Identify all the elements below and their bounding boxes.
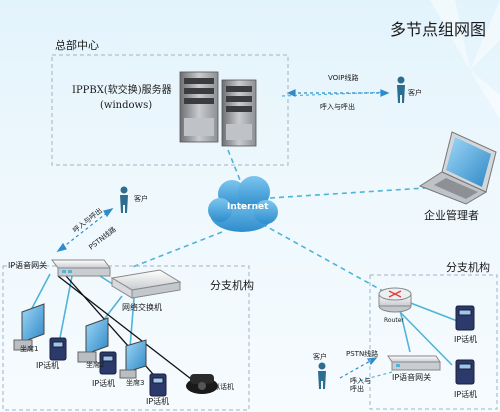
pc-icon xyxy=(13,303,147,379)
switch-label: 网络交换机 xyxy=(122,303,162,312)
right-pstn-label: PSTN线路 xyxy=(346,350,379,358)
left-phone2-label: IP话机 xyxy=(92,379,116,388)
right-call-label: 呼入与 呼出 xyxy=(350,377,371,394)
background-rays xyxy=(430,0,500,120)
call-arrows xyxy=(56,89,390,379)
server-label: IPPBX(软交换)服务器 xyxy=(72,85,172,96)
ip-phone-icon-right xyxy=(455,305,475,385)
right-phone2-label: IP话机 xyxy=(454,390,478,399)
ip-phone-icon xyxy=(49,337,167,397)
hq-client-label: 客户 xyxy=(408,89,422,97)
branch-left-box xyxy=(2,265,250,411)
router-label: Router xyxy=(384,317,404,324)
left-gateway-label: IP语音网关 xyxy=(8,261,48,270)
voip-trunk-label: VOIP线路 xyxy=(328,74,359,82)
right-gateway-label: IP语音网关 xyxy=(392,373,432,382)
gateway-icon xyxy=(51,259,111,277)
analog-phone-icon xyxy=(186,374,218,394)
router-icon xyxy=(378,287,412,313)
right-phone1-label: IP话机 xyxy=(454,335,478,344)
admin-label: 企业管理者 xyxy=(424,209,479,222)
internet-cloud-icon xyxy=(208,176,278,232)
switch-icon xyxy=(110,269,182,299)
left-phone3-label: IP话机 xyxy=(146,397,170,406)
hq-box xyxy=(51,54,289,166)
right-branch-label: 分支机构 xyxy=(446,261,490,274)
laptop-icon xyxy=(418,131,497,205)
left-phone1-label: IP话机 xyxy=(36,361,60,370)
analog-phone-label: 模拟话机 xyxy=(206,383,234,391)
left-client-label: 客户 xyxy=(134,195,148,203)
gateway-icon-right xyxy=(387,355,441,371)
client-person-icon xyxy=(120,76,405,389)
hq-call-label: 呼入与呼出 xyxy=(320,103,355,111)
hq-label: 总部中心 xyxy=(55,39,99,52)
internet-label: Internet xyxy=(227,202,269,212)
left-branch-label: 分支机构 xyxy=(210,279,254,292)
server-icon xyxy=(179,71,257,147)
branch-right-box xyxy=(369,274,498,410)
server-os-label: (windows) xyxy=(100,100,153,111)
seat1-label: 坐席1 xyxy=(20,345,39,353)
right-client-label: 客户 xyxy=(313,353,327,361)
seat3-label: 坐席3 xyxy=(126,379,145,387)
seat2-label: 坐席2 xyxy=(86,361,105,369)
diagram-title: 多节点组网图 xyxy=(390,20,487,39)
